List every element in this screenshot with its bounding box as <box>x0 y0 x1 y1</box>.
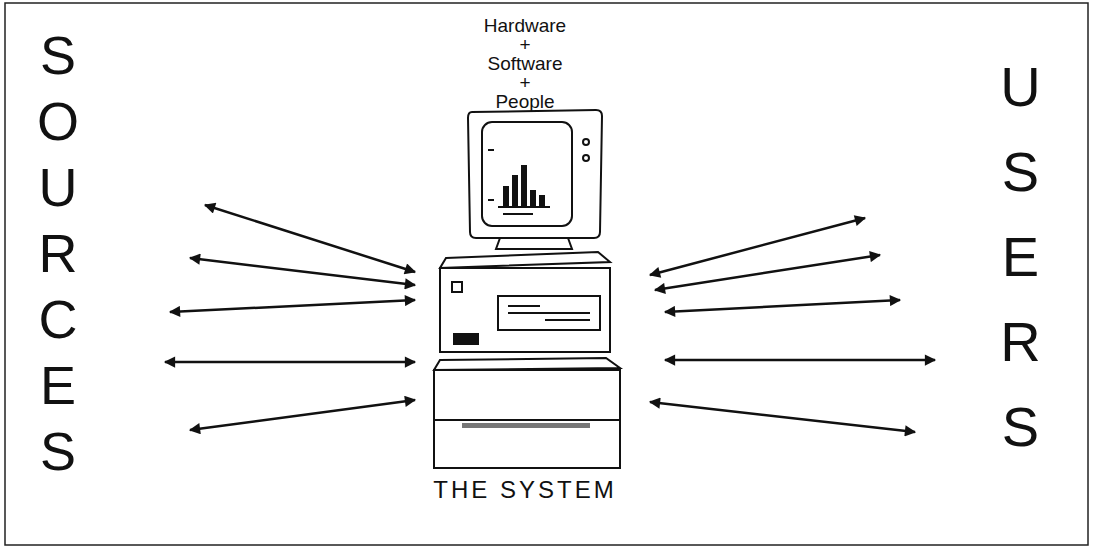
keyboard-body <box>434 370 620 468</box>
double-arrow <box>650 402 915 432</box>
unit-front <box>440 268 610 352</box>
node-label: Hardware + Software + People <box>470 16 580 111</box>
monitor-case <box>468 110 602 238</box>
outer-frame <box>5 3 1088 545</box>
double-arrow <box>190 400 415 430</box>
unit-top <box>440 252 610 268</box>
double-arrow <box>665 300 900 312</box>
source-group: SOURCES <box>30 18 210 518</box>
key-row <box>462 423 590 428</box>
drive-bay <box>498 296 600 330</box>
double-arrow <box>650 218 865 275</box>
node-label: SOURCES <box>31 25 85 487</box>
screen-bar-chart <box>503 165 545 206</box>
drive-line <box>508 312 590 314</box>
chart-axis <box>503 213 533 215</box>
monitor-knob <box>583 155 589 161</box>
keyboard-top <box>434 358 620 370</box>
system-node: Hardware + Software + PeopleTHE SYSTEM <box>420 8 630 508</box>
chart-bar <box>512 175 518 206</box>
chart-bar <box>503 186 509 206</box>
chart-bar <box>539 195 545 206</box>
node-caption: THE SYSTEM <box>420 476 630 504</box>
screen-tick <box>488 199 494 201</box>
drive-line <box>508 305 540 307</box>
monitor-screen <box>482 122 572 226</box>
double-arrow <box>170 300 415 312</box>
double-arrow <box>205 205 415 272</box>
power-switch <box>452 282 462 292</box>
computer-illustration <box>434 110 620 468</box>
double-arrow <box>165 361 415 364</box>
disk-slot <box>454 334 478 344</box>
double-arrow <box>665 359 935 362</box>
chart-axis <box>498 206 550 208</box>
screen-tick <box>488 149 494 151</box>
monitor-stand <box>496 238 572 249</box>
double-arrow <box>190 258 415 285</box>
keyboard-edge <box>434 419 620 421</box>
user-group: USERS <box>860 18 1060 518</box>
chart-bar <box>530 190 536 206</box>
chart-bar <box>521 165 527 206</box>
node-label: USERS <box>992 55 1048 480</box>
double-arrow <box>655 255 880 290</box>
drive-line <box>545 319 590 321</box>
monitor-knob <box>583 139 589 145</box>
